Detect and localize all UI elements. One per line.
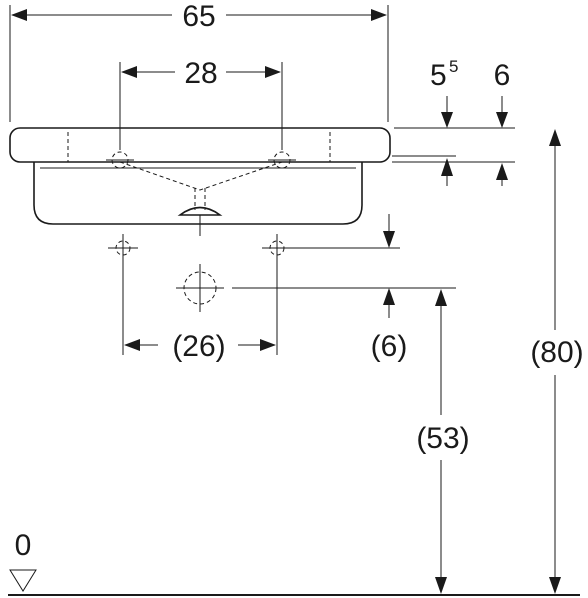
- dim-tap-spacing-label: 28: [184, 57, 217, 90]
- dim-waste-height-label: (53): [416, 422, 469, 455]
- dim-bracket-offset: (6): [232, 214, 456, 363]
- floor-level: 0: [8, 529, 580, 596]
- dim-rim-height: (80): [530, 129, 584, 594]
- dim-rim-height-label: (80): [530, 336, 583, 369]
- dim-bracket-offset-label: (6): [371, 330, 408, 363]
- dim-tap-spacing: 28: [119, 57, 283, 150]
- dim-rim-thickness-superscript: 5: [449, 57, 458, 76]
- waste-outlet: [177, 206, 223, 216]
- dim-bracket-spacing: (26): [122, 262, 278, 363]
- basin-rim: [9, 127, 391, 163]
- dim-overall-width-label: 65: [182, 0, 215, 33]
- tap-holes: [106, 151, 296, 169]
- basin-outline: [9, 127, 391, 236]
- basin-bowl: [33, 162, 363, 225]
- floor-level-label: 0: [15, 529, 32, 562]
- dim-rim-offset-label: 6: [494, 59, 511, 92]
- waste-pipe: [194, 188, 206, 210]
- dim-rim-thickness: 5 5 6: [392, 57, 515, 186]
- floor-level-triangle-icon: [9, 569, 37, 592]
- bracket-holes: [108, 234, 292, 262]
- waste-connection: [176, 264, 224, 312]
- dim-waste-height: (53): [416, 289, 470, 594]
- tap-channel: [119, 161, 283, 191]
- dim-bracket-spacing-label: (26): [172, 330, 225, 363]
- overflow-channel: [67, 132, 331, 162]
- dim-rim-thickness-label: 5: [430, 59, 447, 92]
- dim-overall-width: 65: [9, 0, 389, 122]
